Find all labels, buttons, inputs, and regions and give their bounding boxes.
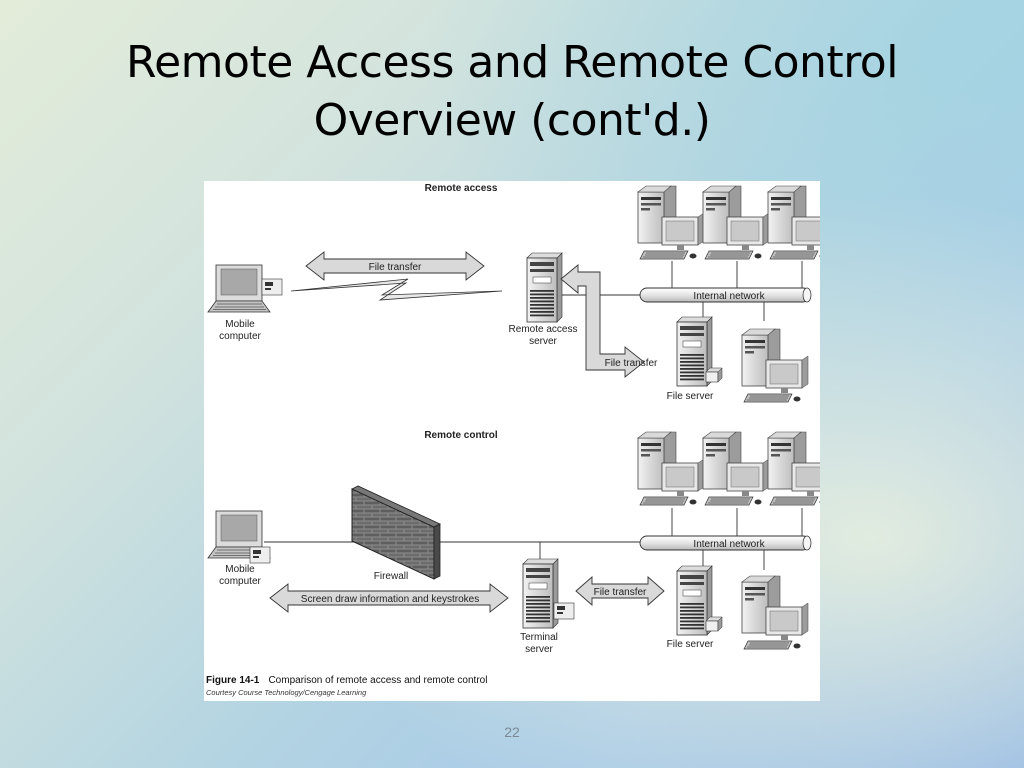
page-number: 22 bbox=[504, 724, 520, 740]
network-link bbox=[671, 261, 803, 321]
screen-draw-label: Screen draw information and keystrokes bbox=[301, 594, 479, 605]
mobile-computer-label: computer bbox=[219, 576, 261, 587]
workstation-icon bbox=[767, 185, 820, 260]
firewall-icon bbox=[351, 485, 441, 580]
file-transfer-label: File transfer bbox=[605, 358, 658, 369]
figure-caption-number: Figure 14-1 bbox=[206, 675, 260, 686]
slide-title: Remote Access and Remote Control Overvie… bbox=[0, 34, 1024, 150]
workstation-icon bbox=[741, 575, 809, 650]
workstation-icon bbox=[637, 431, 705, 506]
file-transfer-label: File transfer bbox=[369, 262, 422, 273]
floppy-disk-icon bbox=[249, 546, 271, 564]
figure-caption-text: Comparison of remote access and remote c… bbox=[268, 675, 487, 686]
internal-network-label: Internal network bbox=[693, 539, 765, 550]
floppy-disk-icon bbox=[261, 278, 283, 296]
network-link bbox=[671, 508, 803, 570]
remote-access-server-icon bbox=[526, 252, 563, 323]
mobile-computer-label: computer bbox=[219, 331, 261, 342]
file-server-label: File server bbox=[667, 391, 714, 402]
remote-control-heading: Remote control bbox=[424, 430, 498, 441]
file-transfer-double-arrow bbox=[305, 251, 485, 281]
floppy-disk-icon bbox=[553, 602, 575, 620]
terminal-server-label: Terminal bbox=[520, 632, 558, 643]
storage-disk-icon bbox=[705, 616, 723, 632]
file-transfer-label: File transfer bbox=[594, 587, 647, 598]
screen-draw-double-arrow bbox=[269, 583, 509, 613]
internal-network-pipe bbox=[639, 535, 812, 551]
laptop-icon bbox=[207, 264, 271, 313]
remote-access-heading: Remote access bbox=[425, 183, 498, 194]
figure-credit: Courtesy Course Technology/Cengage Learn… bbox=[206, 688, 367, 697]
remote-access-server-label: Remote access bbox=[509, 324, 578, 335]
figure-caption: Figure 14-1 Comparison of remote access … bbox=[206, 668, 487, 687]
slide-title-line-1: Remote Access and Remote Control bbox=[126, 37, 898, 88]
wireless-lightning-icon bbox=[290, 278, 503, 301]
firewall-label: Firewall bbox=[374, 571, 408, 582]
network-diagram-figure: Remote access Internal network File tran… bbox=[204, 181, 820, 701]
remote-access-server-label: server bbox=[529, 336, 557, 347]
workstation-icon bbox=[741, 328, 809, 403]
terminal-server-icon bbox=[522, 558, 559, 629]
file-transfer-double-arrow bbox=[575, 576, 665, 606]
internal-network-label: Internal network bbox=[693, 291, 765, 302]
workstation-icon bbox=[767, 431, 820, 506]
file-transfer-bent-arrow bbox=[560, 264, 645, 378]
slide-title-line-2: Overview (cont'd.) bbox=[313, 95, 711, 146]
terminal-server-label: server bbox=[525, 644, 553, 655]
mobile-computer-label: Mobile bbox=[225, 564, 255, 575]
mobile-computer-label: Mobile bbox=[225, 319, 255, 330]
file-server-label: File server bbox=[667, 639, 714, 650]
storage-disk-icon bbox=[705, 367, 723, 383]
workstation-icon bbox=[637, 185, 705, 260]
workstation-icon bbox=[702, 431, 770, 506]
workstation-icon bbox=[702, 185, 770, 260]
